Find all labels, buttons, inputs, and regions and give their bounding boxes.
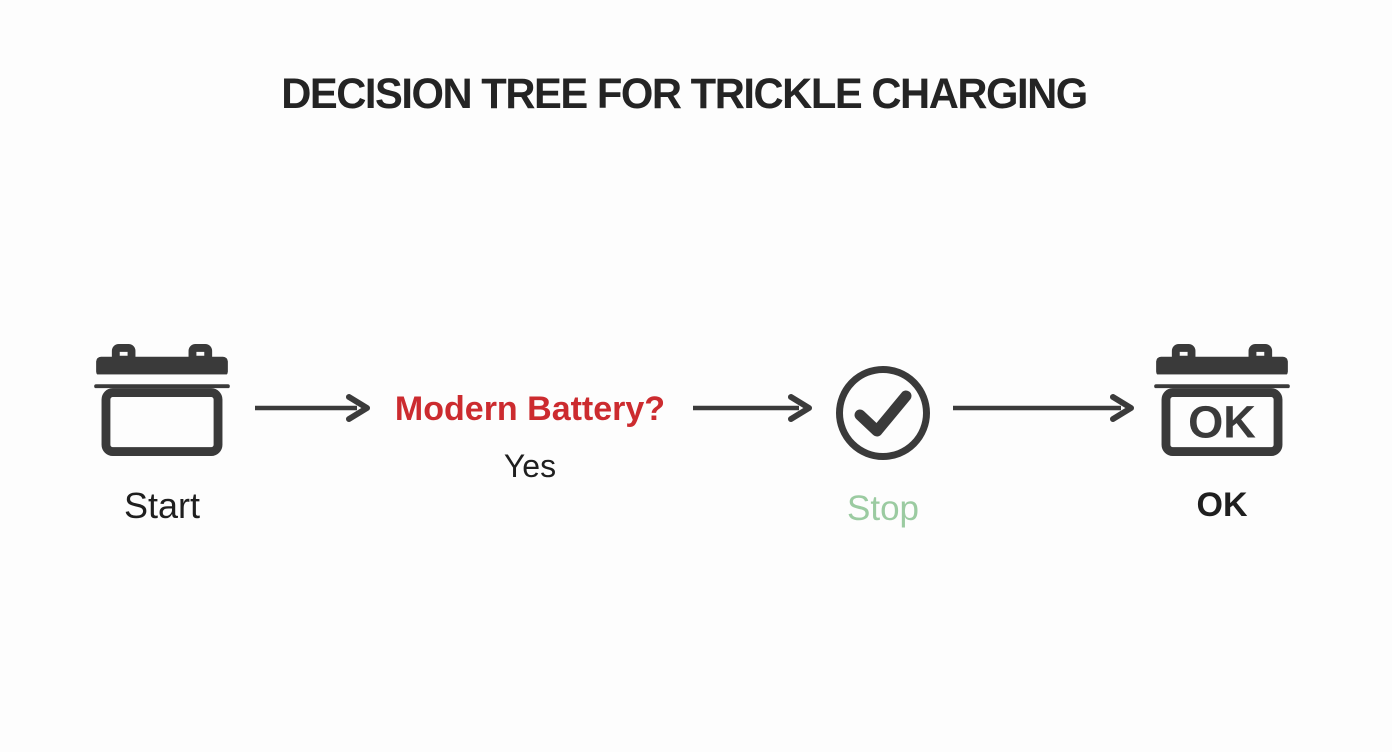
node-start: Start [82, 341, 242, 524]
arrow-right-icon [691, 393, 813, 423]
battery-inner-text: OK [1188, 396, 1256, 447]
node-question: Modern Battery? Yes [380, 392, 680, 482]
battery-icon [93, 341, 231, 462]
page-title: DECISION TREE FOR TRICKLE CHARGING [281, 70, 1088, 118]
ok-label: OK [1196, 486, 1248, 524]
node-stop: Stop [823, 364, 943, 526]
stop-label: Stop [847, 489, 919, 528]
node-ok: OK OK [1142, 341, 1302, 522]
battery-ok-icon: OK [1153, 341, 1291, 462]
check-circle-icon [834, 364, 932, 467]
arrow-right-icon [253, 393, 371, 423]
question-label: Modern Battery? [394, 390, 666, 428]
answer-label: Yes [503, 448, 557, 484]
arrow-right-icon [951, 393, 1135, 423]
start-label: Start [123, 485, 201, 526]
